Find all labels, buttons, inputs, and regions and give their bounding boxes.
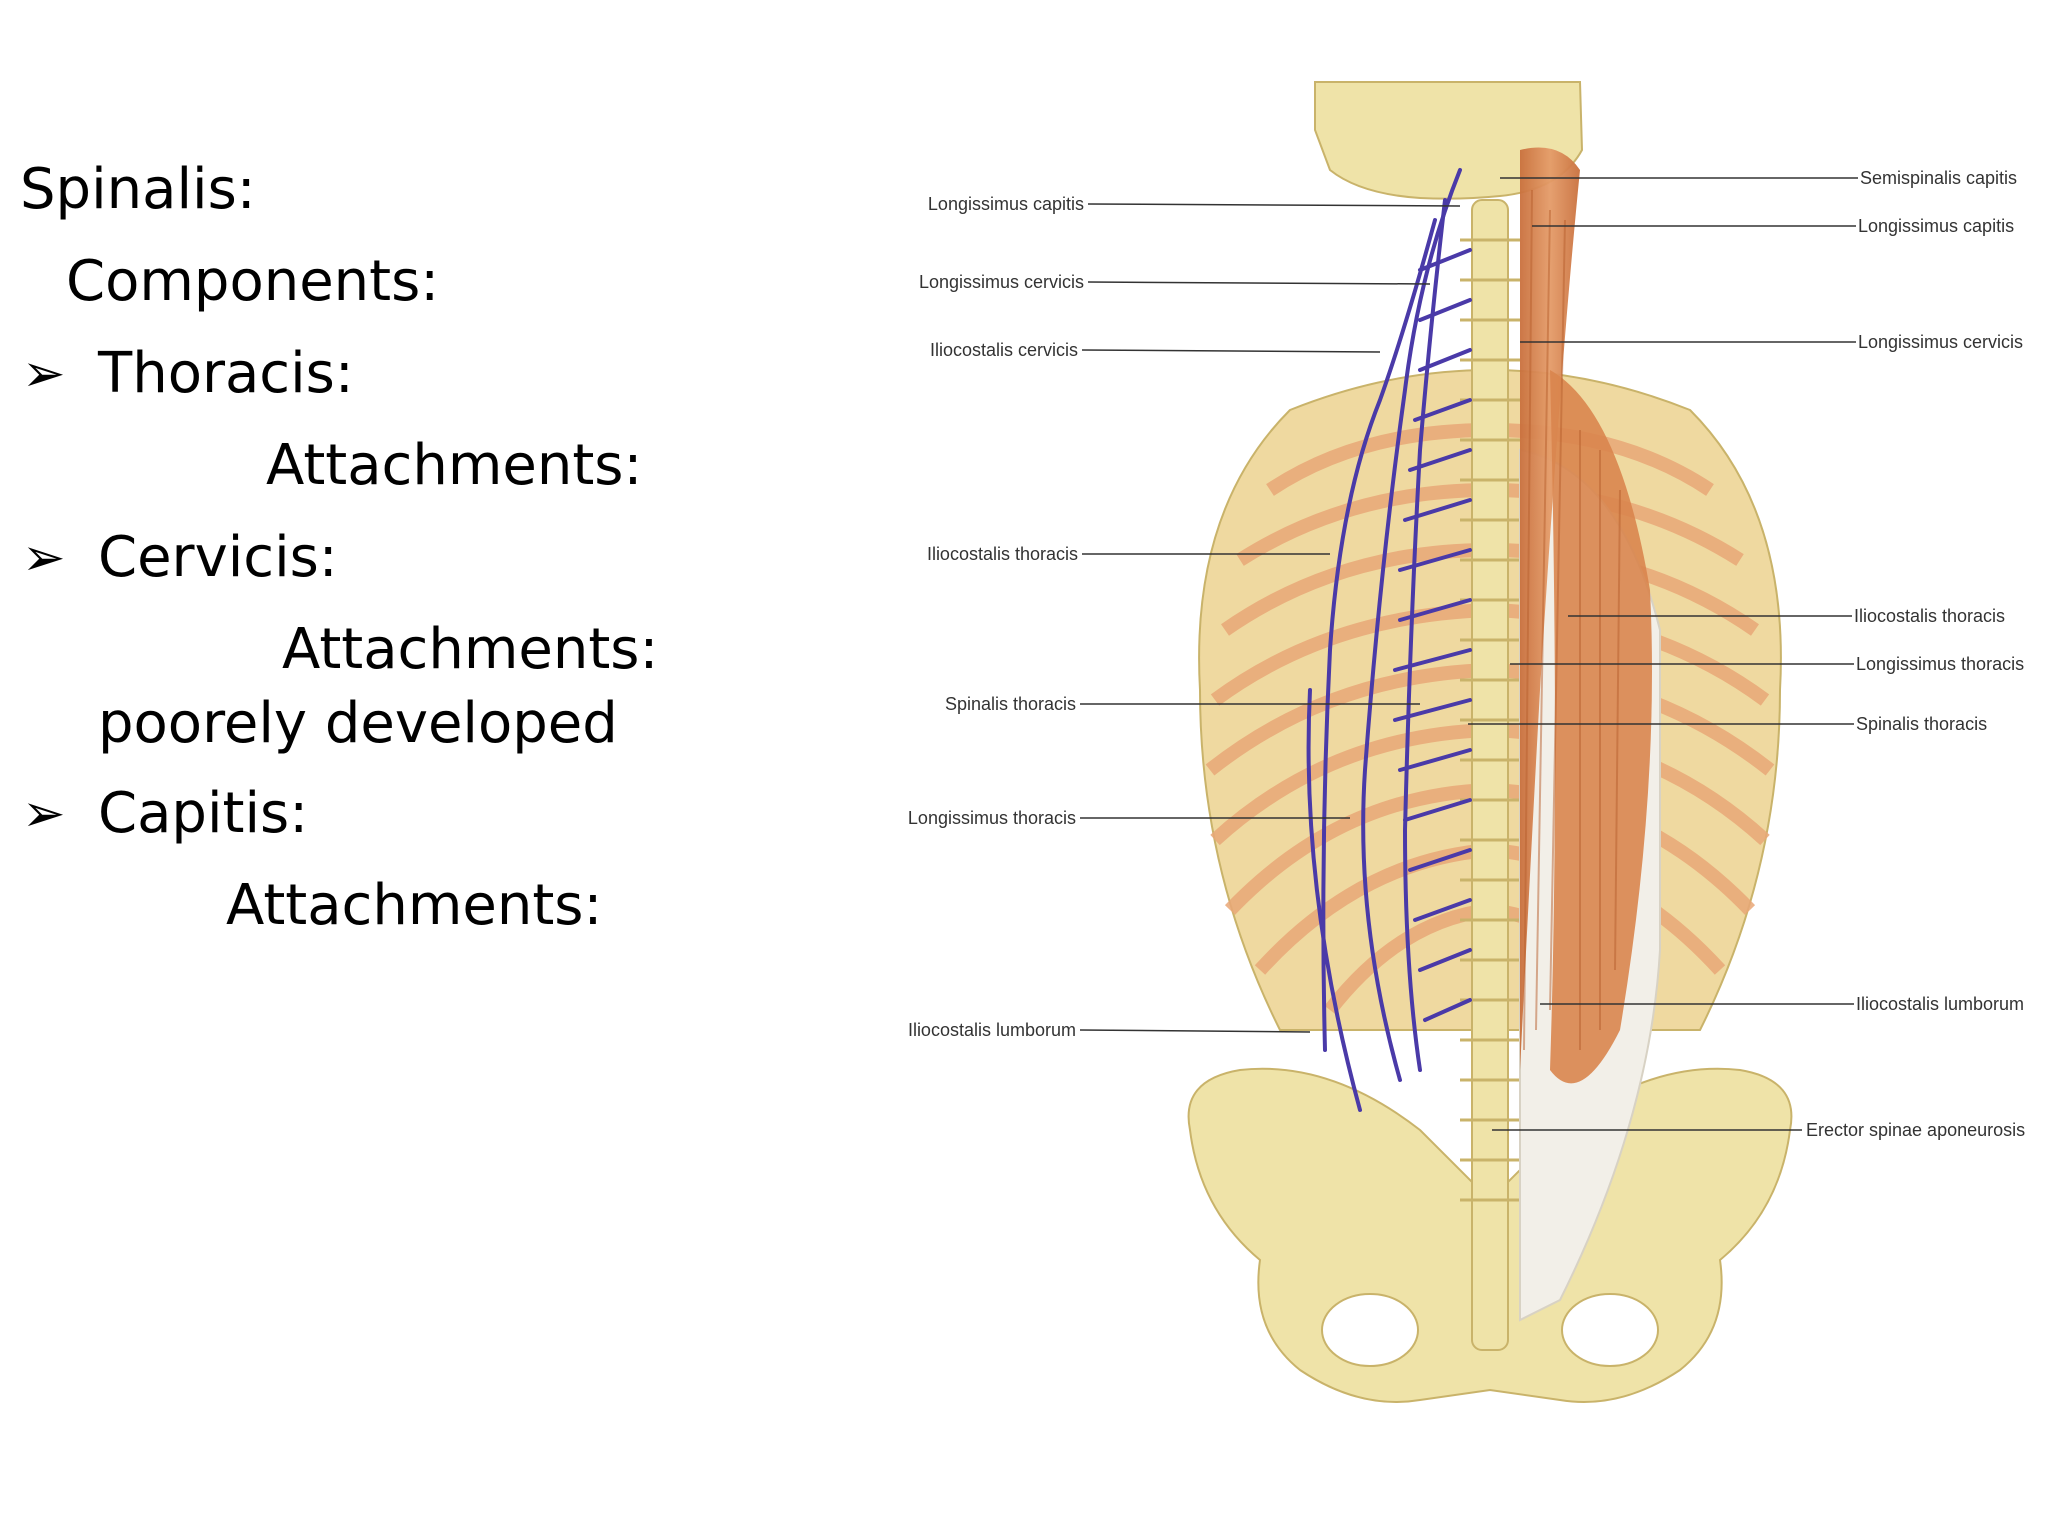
obturator-foramen-left <box>1321 1293 1419 1367</box>
label-longissimus-capitis-left: Longissimus capitis <box>928 194 1084 214</box>
bullet-arrow-icon: ➢ <box>22 344 66 404</box>
label-iliocostalis-lumborum-right: Iliocostalis lumborum <box>1856 994 2024 1014</box>
cervicis-attachments-label: Attachments: <box>282 617 659 682</box>
label-spinalis-thoracis-left: Spinalis thoracis <box>945 694 1076 714</box>
thoracis-attachments-label: Attachments: <box>266 433 643 498</box>
left-label-lines <box>1079 203 1461 1033</box>
left-labels: Longissimus capitis Longissimus cervicis… <box>908 194 1084 1040</box>
label-iliocostalis-thoracis-right: Iliocostalis thoracis <box>1854 606 2005 626</box>
capitis-attachments-label: Attachments: <box>226 873 603 938</box>
label-longissimus-capitis-right: Longissimus capitis <box>1858 216 2014 236</box>
label-iliocostalis-lumborum-left: Iliocostalis lumborum <box>908 1020 1076 1040</box>
label-iliocostalis-thoracis-left: Iliocostalis thoracis <box>927 544 1078 564</box>
cervicis-note: poorely developed <box>98 691 618 756</box>
bullet-capitis: Capitis: <box>98 781 309 846</box>
bullet-arrow-icon: ➢ <box>22 528 66 588</box>
components-label: Components: <box>66 249 440 314</box>
muscle-fibers <box>1523 189 1621 1051</box>
label-erector-spinae-aponeurosis-right: Erector spinae aponeurosis <box>1806 1120 2025 1140</box>
heading-spinalis: Spinalis: <box>20 157 256 222</box>
vertebral-column <box>1471 199 1509 1351</box>
right-labels: Semispinalis capitis Longissimus capitis… <box>1806 168 2025 1140</box>
label-spinalis-thoracis-right: Spinalis thoracis <box>1856 714 1987 734</box>
label-iliocostalis-cervicis-left: Iliocostalis cervicis <box>930 340 1078 360</box>
bullet-thoracis: Thoracis: <box>98 341 354 406</box>
erector-spinae-illustration: Longissimus capitis Longissimus cervicis… <box>908 81 2025 1403</box>
muscle-semispinalis-capitis <box>1520 147 1580 1070</box>
bullet-cervicis: Cervicis: <box>98 525 338 590</box>
right-label-lines <box>1468 177 1858 1131</box>
label-semispinalis-capitis-right: Semispinalis capitis <box>1860 168 2017 188</box>
nerve-outline-left <box>1306 168 1472 1112</box>
label-longissimus-thoracis-left: Longissimus thoracis <box>908 808 1076 828</box>
label-longissimus-thoracis-right: Longissimus thoracis <box>1856 654 2024 674</box>
bullet-arrow-icon: ➢ <box>22 784 66 844</box>
label-longissimus-cervicis-left: Longissimus cervicis <box>919 272 1084 292</box>
vertebrae <box>1460 238 1520 1202</box>
obturator-foramen-right <box>1561 1293 1659 1367</box>
label-longissimus-cervicis-right: Longissimus cervicis <box>1858 332 2023 352</box>
